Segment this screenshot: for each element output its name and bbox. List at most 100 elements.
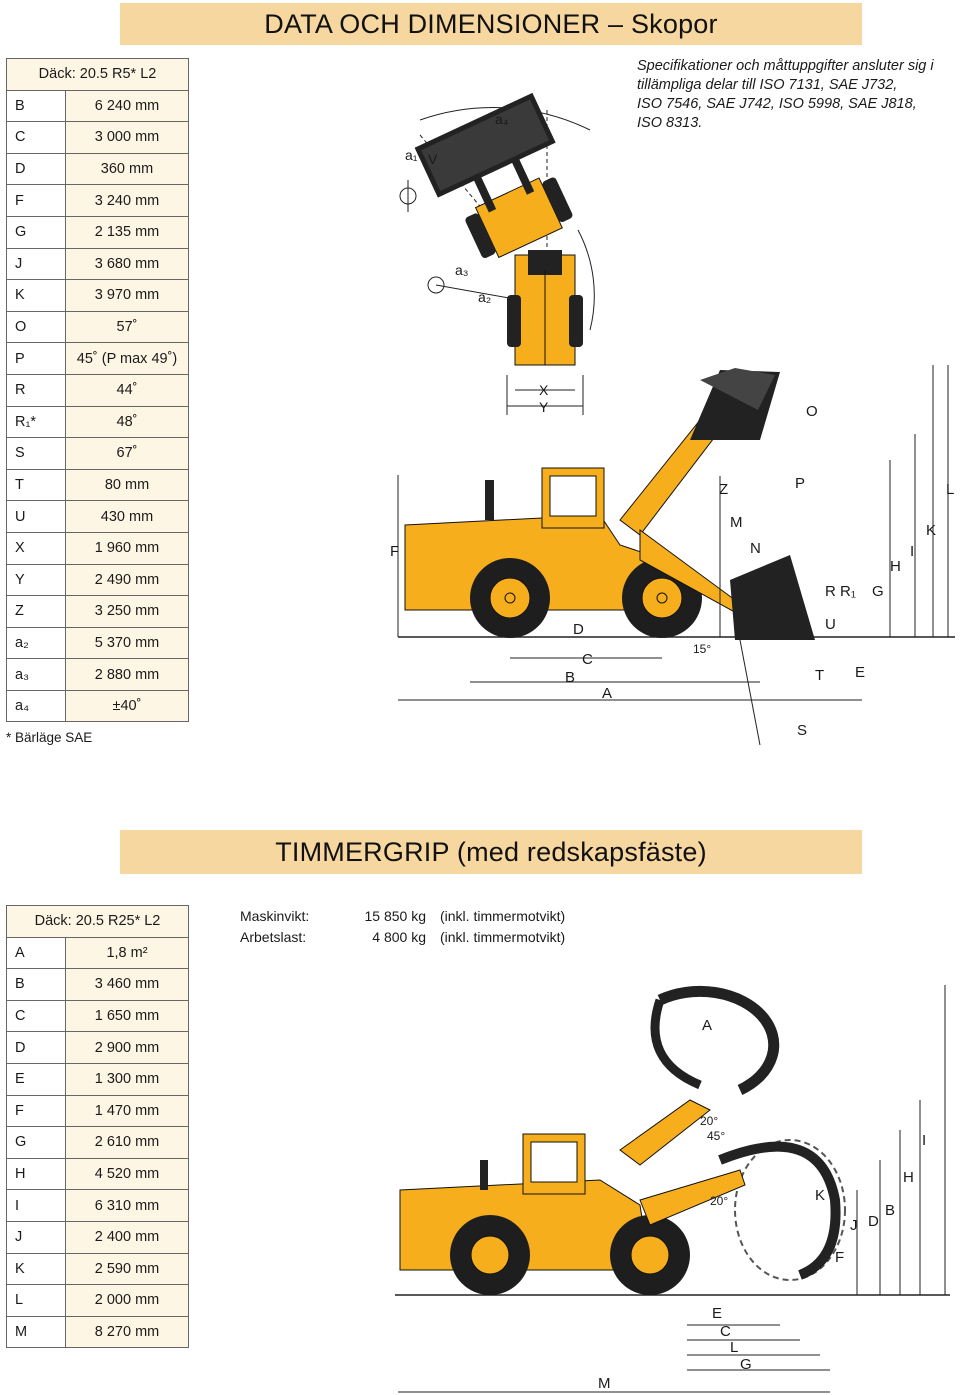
table-header: Däck: 20.5 R25* L2 [6, 905, 189, 938]
row-value: 1,8 m² [65, 936, 189, 970]
mass-label: Arbetslast: [240, 928, 307, 945]
label-d: D [868, 1213, 879, 1230]
row-key: Z [6, 595, 66, 628]
label-a1: a₁ [405, 147, 418, 163]
row-key: O [6, 310, 66, 344]
label-l: L [946, 481, 954, 498]
label-e: E [855, 664, 865, 681]
standards-note-line: ISO 7546, SAE J742, ISO 5998, SAE J818, [637, 96, 917, 112]
label-angle20b: 20° [710, 1194, 728, 1208]
row-key: a₄ [6, 689, 66, 723]
row-key: U [6, 500, 66, 533]
label-angle45: 45° [707, 1129, 725, 1143]
row-key: B [6, 89, 66, 123]
row-value: 1 960 mm [65, 531, 189, 565]
label-c: C [582, 651, 593, 668]
label-a: A [702, 1017, 712, 1034]
loader-top-view-diagram: a₁ V a₄ a₃ a₂ X Y [399, 92, 595, 415]
label-p: P [795, 475, 805, 492]
label-x: X [539, 382, 549, 398]
row-value: 3 250 mm [65, 595, 189, 628]
table-header: Däck: 20.5 R5* L2 [6, 58, 189, 91]
row-value: 57˚ [65, 310, 189, 344]
row-value: 2 000 mm [65, 1284, 189, 1317]
row-value: ±40˚ [65, 689, 189, 723]
row-key: C [6, 121, 66, 154]
label-u: U [825, 616, 836, 633]
row-value: 2 590 mm [65, 1252, 189, 1286]
label-t: T [815, 667, 824, 684]
row-value: 2 135 mm [65, 215, 189, 249]
label-b: B [565, 669, 575, 686]
row-value: 3 970 mm [65, 279, 189, 312]
label-i: I [910, 543, 914, 560]
row-value: 360 mm [65, 152, 189, 186]
mass-note: (inkl. timmermotvikt) [440, 907, 566, 924]
row-key: F [6, 184, 66, 217]
label-f: F [835, 1249, 844, 1266]
label-g: G [740, 1356, 752, 1373]
label-g: G [872, 583, 884, 600]
label-h: H [890, 558, 901, 575]
row-value: 4 520 mm [65, 1157, 189, 1191]
label-z: Z [719, 481, 728, 498]
row-key: P [6, 342, 66, 375]
label-l: L [730, 1339, 738, 1356]
standards-note-line: Specifikationer och måttuppgifter anslut… [637, 58, 934, 74]
mass-block: Maskinvikt: 15 850 kg (inkl. timmermotvi… [240, 905, 600, 947]
label-j: J [850, 1217, 858, 1234]
label-a: A [602, 685, 612, 702]
row-value: 44˚ [65, 373, 189, 407]
mass-label: Maskinvikt: [240, 907, 310, 924]
label-m: M [598, 1375, 611, 1392]
row-key: H [6, 1157, 66, 1191]
row-value: 6 240 mm [65, 89, 189, 123]
row-key: M [6, 1315, 66, 1349]
label-a3: a₃ [455, 262, 469, 278]
label-n: N [750, 540, 761, 557]
row-key: J [6, 247, 66, 281]
standards-note-line: ISO 8313. [637, 115, 703, 131]
label-angle15: 15° [693, 642, 711, 656]
row-key: B [6, 968, 66, 1001]
label-r1: R₁ [840, 583, 856, 600]
row-key: R [6, 373, 66, 407]
row-value: 3 240 mm [65, 184, 189, 217]
label-h: H [903, 1169, 914, 1186]
row-key: D [6, 1031, 66, 1064]
label-y: Y [539, 399, 549, 415]
label-k: K [926, 522, 936, 539]
label-b: B [885, 1202, 895, 1219]
mass-row: Arbetslast: 4 800 kg (inkl. timmermotvik… [240, 926, 600, 947]
row-value: 48˚ [65, 405, 189, 439]
row-value: 3 000 mm [65, 121, 189, 154]
row-value: 80 mm [65, 468, 189, 502]
row-value: 430 mm [65, 500, 189, 533]
row-key: S [6, 437, 66, 470]
row-key: D [6, 152, 66, 186]
footnote: * Bärläge SAE [6, 730, 93, 745]
